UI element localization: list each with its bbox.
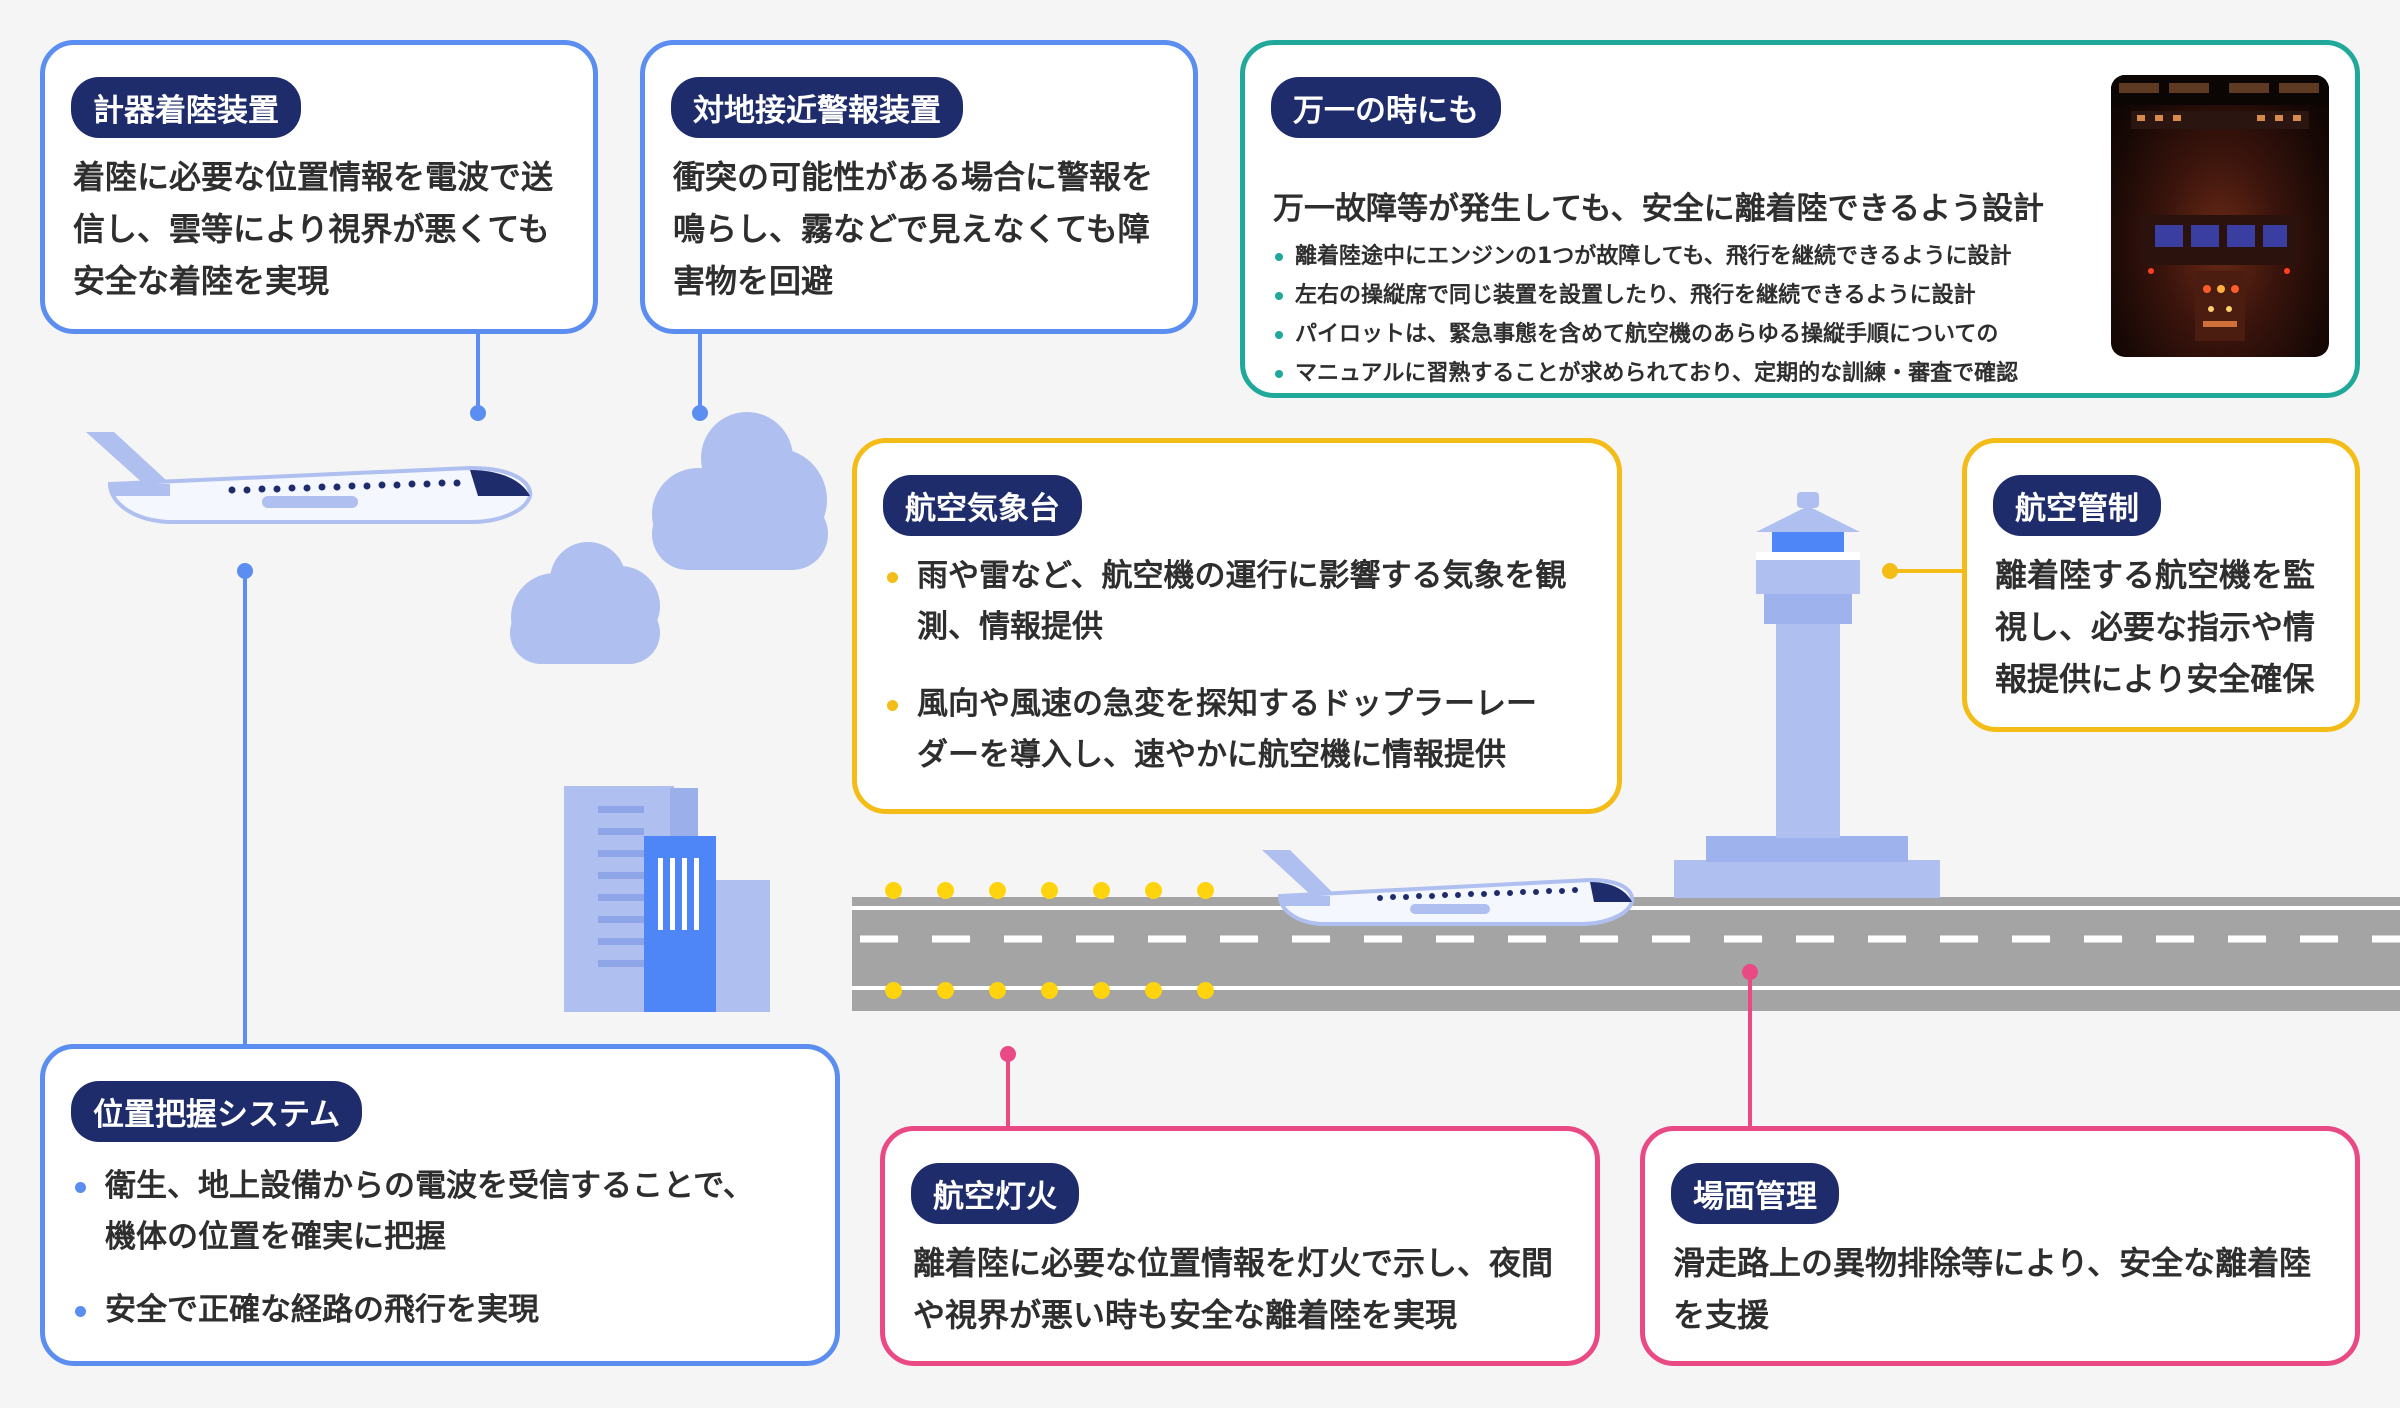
gpws-title: 対地接近警報装置 (671, 77, 963, 138)
list-item: 離着陸途中にエンジンの1つが故障しても、飛行を継続できるように設計 (1273, 237, 2103, 276)
text-line: 安全な着陸を実現 (73, 262, 330, 300)
connector-position (243, 570, 247, 1046)
text-line: 衝突の可能性がある場合に警報を (673, 158, 1154, 196)
weather-title: 航空気象台 (883, 475, 1082, 536)
text-line: 離着陸に必要な位置情報を灯火で示し、夜間 (913, 1244, 1554, 1282)
weather-card: 航空気象台 雨や雷など、航空機の運行に影響する気象を観 測、情報提供 風向や風速… (852, 438, 1622, 814)
list-item: パイロットは、緊急事態を含めて航空機のあらゆる操縦手順についての (1273, 315, 2103, 354)
text-line: 安全で正確な経路の飛行を実現 (105, 1292, 539, 1328)
list-item: 風向や風速の急変を探知するドップラーレー ダーを導入し、速やかに航空機に情報提供 (885, 679, 1595, 781)
emergency-subtitle: 万一故障等が発生しても、安全に離着陸できるよう設計 (1273, 191, 2044, 227)
text-line: 滑走路上の異物排除等により、安全な離着陸 (1673, 1244, 2312, 1282)
list-item-continuation: マニュアルに習熟することが求められており、定期的な訓練・審査で確認 (1273, 354, 2103, 393)
lights-card: 航空灯火 離着陸に必要な位置情報を灯火で示し、夜間 や視界が悪い時も安全な離着陸… (880, 1126, 1600, 1366)
runway-light (885, 882, 902, 899)
text-line: 離着陸する航空機を監 (1995, 556, 2316, 594)
runway-light (1041, 882, 1058, 899)
weather-list: 雨や雷など、航空機の運行に影響する気象を観 測、情報提供 風向や風速の急変を探知… (885, 551, 1595, 781)
list-item: 衛生、地上設備からの電波を受信することで、 機体の位置を確実に把握 (73, 1161, 813, 1263)
emergency-card: 万一の時にも 万一故障等が発生しても、安全に離着陸できるよう設計 離着陸途中にエ… (1240, 40, 2360, 398)
text-line: を支援 (1673, 1296, 1770, 1334)
cloud-icon (510, 542, 660, 664)
surface-description: 滑走路上の異物排除等により、安全な離着陸 を支援 (1673, 1237, 2331, 1341)
building-icon (564, 786, 770, 1012)
text-line: 衛生、地上設備からの電波を受信することで、 (105, 1168, 754, 1204)
cloud-icon (652, 412, 828, 570)
airplane-icon (86, 432, 533, 524)
runway-light (1145, 882, 1162, 899)
control-tower-icon (1674, 492, 1940, 898)
runway-light (1093, 982, 1110, 999)
text-line: 雨や雷など、航空機の運行に影響する気象を観 (917, 558, 1567, 594)
runway-light (1197, 882, 1214, 899)
lights-description: 離着陸に必要な位置情報を灯火で示し、夜間 や視界が悪い時も安全な離着陸を実現 (913, 1237, 1571, 1341)
runway-light (1041, 982, 1058, 999)
text-line: 着陸に必要な位置情報を電波で送 (73, 158, 554, 196)
lights-title: 航空灯火 (911, 1163, 1079, 1224)
connector-atc (1890, 569, 1962, 573)
emergency-title: 万一の時にも (1271, 77, 1501, 138)
connector-lights (1006, 1054, 1010, 1130)
text-line: 視し、必要な指示や情 (1995, 608, 2316, 646)
text-line: 鳴らし、霧などで見えなくても障 (673, 210, 1150, 248)
ils-description: 着陸に必要な位置情報を電波で送 信し、雲等により視界が悪くても 安全な着陸を実現 (73, 151, 569, 307)
atc-description: 離着陸する航空機を監 視し、必要な指示や情 報提供により安全確保 (1995, 549, 2331, 705)
ils-card: 計器着陸装置 着陸に必要な位置情報を電波で送 信し、雲等により視界が悪くても 安… (40, 40, 598, 334)
gpws-description: 衝突の可能性がある場合に警報を 鳴らし、霧などで見えなくても障 害物を回避 (673, 151, 1169, 307)
runway-light (885, 982, 902, 999)
surface-card: 場面管理 滑走路上の異物排除等により、安全な離着陸 を支援 (1640, 1126, 2360, 1366)
position-title: 位置把握システム (71, 1081, 363, 1142)
text-line: 風向や風速の急変を探知するドップラーレー (917, 686, 1537, 722)
text-line: 信し、雲等により視界が悪くても (73, 210, 550, 248)
connector-gpws (698, 330, 702, 412)
text-line: ダーを導入し、速やかに航空機に情報提供 (917, 737, 1506, 773)
runway-light (989, 982, 1006, 999)
list-item: 安全で正確な経路の飛行を実現 (73, 1285, 813, 1336)
atc-card: 航空管制 離着陸する航空機を監 視し、必要な指示や情 報提供により安全確保 (1962, 438, 2360, 732)
list-item: 雨や雷など、航空機の運行に影響する気象を観 測、情報提供 (885, 551, 1595, 653)
runway-light (937, 982, 954, 999)
runway-light (937, 882, 954, 899)
runway-light (1145, 982, 1162, 999)
cockpit-photo (2111, 75, 2329, 357)
runway-light (989, 882, 1006, 899)
position-list: 衛生、地上設備からの電波を受信することで、 機体の位置を確実に把握 安全で正確な… (73, 1161, 813, 1336)
runway-light (1093, 882, 1110, 899)
text-line: 報提供により安全確保 (1995, 660, 2315, 698)
text-line: 測、情報提供 (917, 609, 1103, 645)
gpws-card: 対地接近警報装置 衝突の可能性がある場合に警報を 鳴らし、霧などで見えなくても障… (640, 40, 1198, 334)
runway-light (1197, 982, 1214, 999)
text-line: 機体の位置を確実に把握 (105, 1219, 446, 1255)
text-line: や視界が悪い時も安全な離着陸を実現 (913, 1296, 1458, 1334)
position-card: 位置把握システム 衛生、地上設備からの電波を受信することで、 機体の位置を確実に… (40, 1044, 840, 1366)
connector-ils (476, 330, 480, 412)
connector-dot (470, 405, 486, 421)
list-item: 左右の操縦席で同じ装置を設置したり、飛行を継続できるように設計 (1273, 276, 2103, 315)
atc-title: 航空管制 (1993, 475, 2161, 536)
connector-dot (692, 405, 708, 421)
emergency-list: 離着陸途中にエンジンの1つが故障しても、飛行を継続できるように設計 左右の操縦席… (1273, 237, 2103, 393)
text-line: 害物を回避 (673, 262, 834, 300)
surface-title: 場面管理 (1671, 1163, 1839, 1224)
runway (852, 897, 2400, 1011)
airplane-icon (1262, 850, 1635, 926)
ils-title: 計器着陸装置 (71, 77, 301, 138)
connector-surface (1748, 972, 1752, 1130)
